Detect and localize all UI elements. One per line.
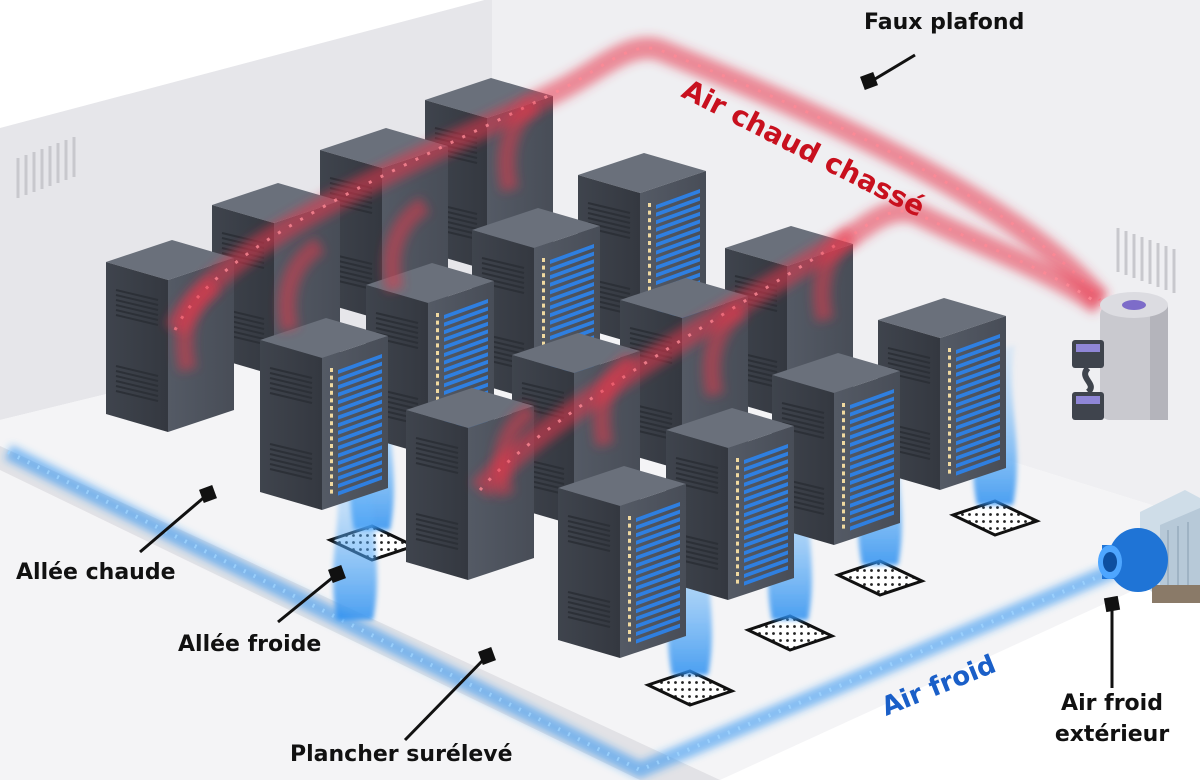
wall-vent-left — [16, 137, 76, 198]
wall-vent-right — [1116, 228, 1176, 293]
cold-air-flow — [4, 444, 1154, 779]
air-froid-exterieur-line-1: Air froid — [1061, 691, 1163, 716]
server-rack — [406, 388, 534, 580]
callout-marker — [199, 485, 217, 503]
air-froid-exterieur-line-2: extérieur — [1054, 722, 1170, 747]
callouts — [139, 53, 1114, 742]
floor-vent — [743, 614, 837, 652]
callout-markers — [199, 72, 1121, 665]
server-rack — [558, 466, 686, 658]
server-rack — [772, 353, 900, 545]
allee-chaude-label: Allée chaude — [16, 560, 176, 585]
allee-froide-label: Allée froide — [178, 632, 322, 657]
callout-marker — [478, 647, 496, 665]
plancher-sureleve-label: Plancher surélevé — [290, 742, 513, 767]
floor-vent — [643, 669, 737, 707]
air-froid-exterieur-label: Air froid extérieur — [1046, 688, 1178, 750]
faux-plafond-label: Faux plafond — [864, 10, 1025, 35]
floor-vent — [833, 559, 927, 597]
server-rack — [666, 408, 794, 600]
air-conditioning-unit — [1072, 292, 1168, 420]
floor-vent — [948, 499, 1042, 537]
cold-air-intake-unit — [1098, 490, 1200, 603]
callout-marker — [328, 565, 346, 583]
server-rack — [260, 318, 388, 510]
callout-marker — [1103, 595, 1121, 613]
hot-air-flow — [165, 37, 1109, 498]
callout-marker — [860, 72, 878, 90]
